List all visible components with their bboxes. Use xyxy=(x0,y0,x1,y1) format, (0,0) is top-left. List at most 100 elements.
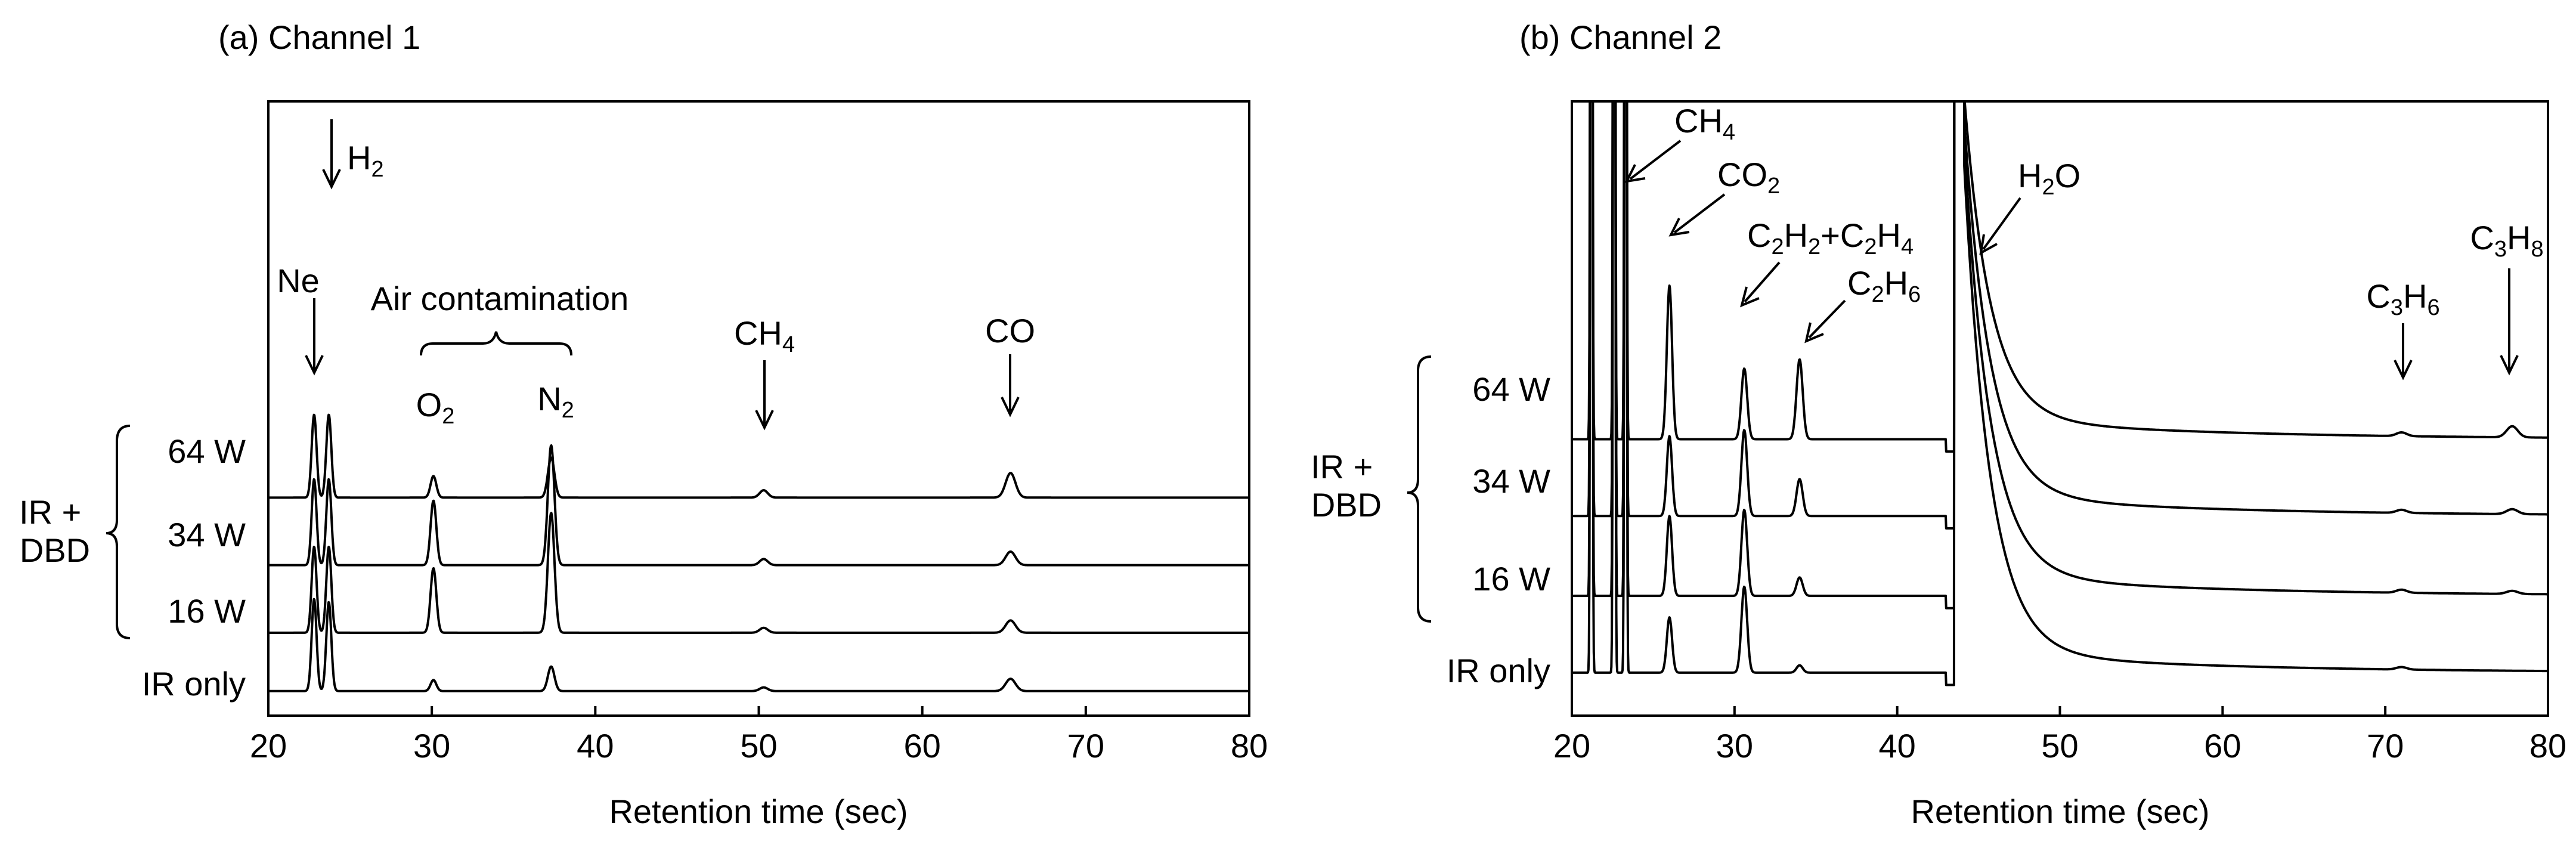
panel-b-series-label-ir-only: IR only xyxy=(1447,652,1550,689)
panel-b-series-label-34w: 34 W xyxy=(1472,462,1550,500)
label-n2: N2 xyxy=(537,380,574,423)
panel-a-annotation-ch4: CH4 xyxy=(734,314,795,431)
arrow-b-c2h6 xyxy=(1808,299,1846,339)
panel-a-x-tick-label-50: 50 xyxy=(740,727,777,765)
panel-b-traces xyxy=(1572,101,2548,686)
label-h2-main: H xyxy=(347,139,371,177)
label-h2-sub: 2 xyxy=(371,157,383,182)
label-b-h2o-main: H xyxy=(2018,157,2042,194)
arrow-b-h2o xyxy=(1982,197,2021,250)
label-co: CO xyxy=(985,312,1035,349)
panel-a-x-tick-label-70: 70 xyxy=(1067,727,1104,765)
panel-a-group-label-line-1: IR + xyxy=(19,493,81,531)
label-b-h2o: H2O xyxy=(2018,157,2080,200)
panel-b-x-ticks: 20 30 40 50 60 70 80 xyxy=(1553,706,2566,765)
panel-channel-1: (a) Channel 1 20 30 40 50 60 70 80 Retention t… xyxy=(19,18,1268,830)
label-air-contamination: Air contamination xyxy=(371,280,629,317)
panel-a-x-tick-label-40: 40 xyxy=(577,727,614,765)
panel-b-group-label-line-2: DBD xyxy=(1311,486,1382,524)
trace-b-ir-only xyxy=(1572,101,2548,686)
panel-a-title: (a) Channel 1 xyxy=(218,18,420,56)
trace-a-64-w xyxy=(267,413,1250,499)
label-b-co2: CO2 xyxy=(1717,156,1780,199)
panel-b-series-label-64w: 64 W xyxy=(1472,370,1550,408)
label-n2-main: N xyxy=(537,380,561,417)
label-b-co2-sub: 2 xyxy=(1767,174,1780,199)
trace-b-16-w xyxy=(1572,101,2548,610)
label-o2-sub: 2 xyxy=(442,404,454,429)
panel-a-annotation-ne: Ne xyxy=(277,262,324,376)
label-b-co2-main: CO xyxy=(1717,156,1767,193)
panel-b-annotation-ch4: CH4 xyxy=(1624,102,1735,183)
panel-channel-2: (b) Channel 2 20 30 40 50 60 70 80 Retention t… xyxy=(1311,18,2566,830)
panel-a-x-axis-label: Retention time (sec) xyxy=(609,793,908,830)
panel-b-annotation-h2o: H2O xyxy=(1979,157,2080,255)
label-b-c3h8: C3H8 xyxy=(2470,219,2543,262)
label-ne: Ne xyxy=(277,262,320,299)
panel-b-group-label-line-1: IR + xyxy=(1311,448,1373,485)
label-b-c3h6: C3H6 xyxy=(2366,277,2439,320)
arrow-b-c2h2-c2h4 xyxy=(1744,261,1781,303)
arrowhead-b-co2 xyxy=(1668,218,1690,237)
panel-a-traces xyxy=(267,413,1250,692)
panel-a-x-tick-label-80: 80 xyxy=(1231,727,1268,765)
trace-a-16-w xyxy=(267,512,1250,634)
arrowhead-b-ch4 xyxy=(1624,164,1646,183)
panel-a-group-label: IR + DBD xyxy=(19,493,91,569)
panel-a-x-tick-label-60: 60 xyxy=(904,727,941,765)
panel-b-annotation-co2: CO2 xyxy=(1668,156,1780,237)
panel-b-title: (b) Channel 2 xyxy=(1519,18,1722,56)
panel-a-series-label-16w: 16 W xyxy=(168,592,246,630)
label-n2-sub: 2 xyxy=(562,398,574,423)
panel-b-x-tick-label-40: 40 xyxy=(1879,727,1916,765)
panel-b-annotation-c3h8: C3H8 xyxy=(2470,219,2544,376)
label-o2-main: O xyxy=(416,386,442,423)
label-b-c2h6: C2H6 xyxy=(1847,264,1921,307)
panel-a-x-ticks: 20 30 40 50 60 70 80 xyxy=(250,706,1268,765)
panel-b-series-label-16w: 16 W xyxy=(1472,560,1550,598)
arrowhead-b-c3h6 xyxy=(2394,360,2413,380)
arrowhead-ch4 xyxy=(755,410,774,431)
label-ch4-sub: 4 xyxy=(782,332,795,357)
panel-b-x-tick-label-50: 50 xyxy=(2041,727,2078,765)
arrowhead-co xyxy=(1001,397,1020,417)
panel-b-x-tick-label-80: 80 xyxy=(2529,727,2566,765)
arrowhead-b-c2h2-c2h4 xyxy=(1740,286,1760,308)
panel-a-annotation-air: Air contamination xyxy=(371,280,629,356)
panel-b-x-tick-label-60: 60 xyxy=(2204,727,2241,765)
label-b-ch4-sub: 4 xyxy=(1723,120,1735,145)
panel-a-annotation-n2: N2 xyxy=(537,380,574,423)
panel-b-annotation-c2h6: C2H6 xyxy=(1804,264,1921,344)
panel-a-series-label-ir-only: IR only xyxy=(142,665,246,703)
panel-b-x-tick-label-30: 30 xyxy=(1716,727,1753,765)
label-b-h2o-sub: 2 xyxy=(2042,175,2054,200)
panel-a-annotation-co: CO xyxy=(985,312,1035,417)
label-b-c2h2-c2h4: C2H2+C2H4 xyxy=(1747,216,1914,259)
arrowhead-b-h2o xyxy=(1979,234,1998,255)
label-b-ch4-main: CH xyxy=(1674,102,1723,140)
panel-b-x-axis-label: Retention time (sec) xyxy=(1911,793,2209,830)
panel-b-group-bracket xyxy=(1407,355,1432,623)
panel-a-series-label-64w: 64 W xyxy=(168,432,246,470)
label-o2: O2 xyxy=(416,386,455,429)
panel-a-annotation-h2: H2 xyxy=(322,119,384,190)
panel-a-group-bracket xyxy=(106,425,131,639)
panel-b-x-tick-label-20: 20 xyxy=(1553,727,1590,765)
panel-a-x-tick-label-20: 20 xyxy=(250,727,287,765)
arrow-b-ch4 xyxy=(1629,140,1682,180)
label-b-h2o-tail: O xyxy=(2055,157,2081,194)
label-b-ch4: CH4 xyxy=(1674,102,1735,145)
label-ch4: CH4 xyxy=(734,314,795,357)
arrowhead-ne xyxy=(305,355,324,376)
trace-b-34-w xyxy=(1572,101,2548,530)
trace-b-64-w xyxy=(1572,101,2548,453)
panel-b-group-label: IR + DBD xyxy=(1311,448,1382,524)
panel-a-group-label-line-2: DBD xyxy=(20,531,90,569)
arrowhead-b-c3h8 xyxy=(2500,355,2519,376)
arrowhead-b-c2h6 xyxy=(1804,322,1824,344)
trace-a-34-w xyxy=(267,444,1250,567)
air-contamination-brace xyxy=(420,331,572,356)
panel-a-x-tick-label-30: 30 xyxy=(413,727,450,765)
panel-b-x-tick-label-70: 70 xyxy=(2367,727,2404,765)
